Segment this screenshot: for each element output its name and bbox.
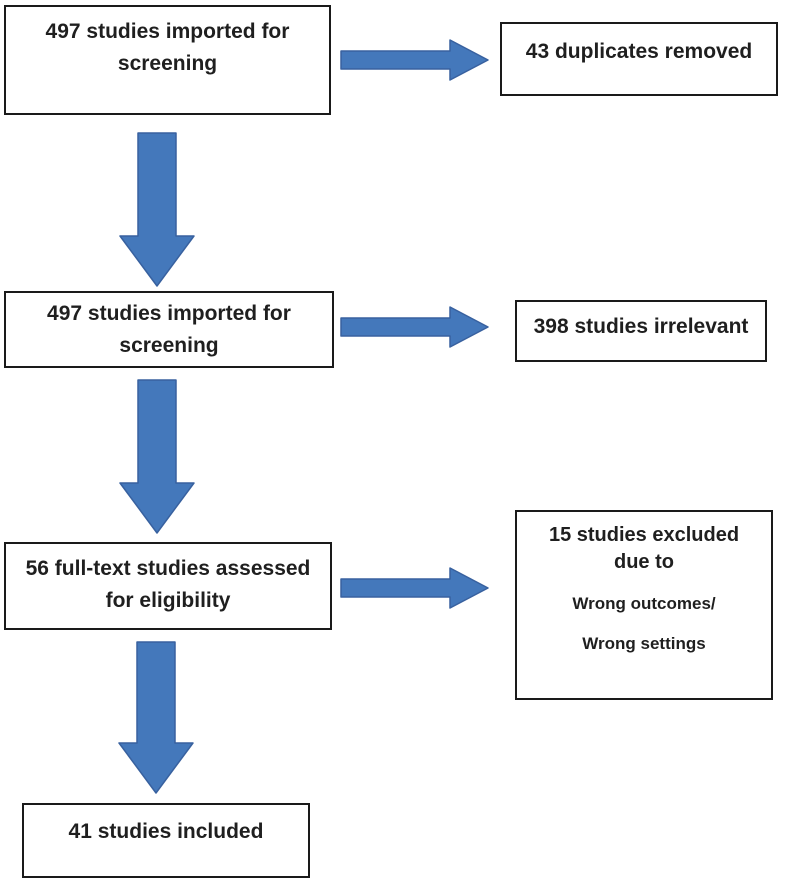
arrow-right-shape bbox=[340, 39, 489, 81]
box-studies-excluded: 15 studies excluded due to Wrong outcome… bbox=[515, 510, 773, 700]
box-studies-imported-top: 497 studies imported for screening bbox=[4, 5, 331, 115]
box-text-line: 497 studies imported for bbox=[45, 20, 290, 43]
box-fulltext-assessed: 56 full-text studies assessed for eligib… bbox=[4, 542, 332, 630]
arrow-down-icon bbox=[119, 132, 195, 287]
arrow-right-shape bbox=[340, 306, 489, 348]
box-text-line: 15 studies excluded bbox=[548, 524, 740, 546]
arrow-right-shape bbox=[340, 567, 489, 609]
box-studies-screened: 497 studies imported for screening bbox=[4, 291, 334, 368]
exclusion-reason: Wrong settings bbox=[582, 633, 706, 653]
arrow-down-shape bbox=[119, 132, 195, 287]
box-studies-included: 41 studies included bbox=[22, 803, 310, 878]
box-text-line: 56 full-text studies assessed bbox=[25, 557, 311, 580]
arrow-down-icon bbox=[118, 641, 194, 794]
box-text-line: 497 studies imported for bbox=[47, 302, 291, 325]
box-text-line: 43 duplicates removed bbox=[525, 40, 753, 63]
box-studies-irrelevant: 398 studies irrelevant bbox=[515, 300, 767, 362]
box-text-line: 41 studies included bbox=[68, 820, 264, 843]
box-text-line: 398 studies irrelevant bbox=[533, 315, 749, 338]
box-text-line: for eligibility bbox=[105, 588, 231, 612]
arrow-down-shape bbox=[119, 379, 195, 534]
arrow-down-icon bbox=[119, 379, 195, 534]
box-duplicates-removed: 43 duplicates removed bbox=[500, 22, 778, 96]
arrow-right-icon bbox=[340, 306, 489, 348]
box-text-line: screening bbox=[117, 51, 218, 75]
box-text-line: due to bbox=[614, 551, 674, 573]
arrow-right-icon bbox=[340, 39, 489, 81]
box-text-line: screening bbox=[119, 333, 219, 357]
exclusion-reason: Wrong outcomes/ bbox=[572, 594, 716, 613]
arrow-right-icon bbox=[340, 567, 489, 609]
arrow-down-shape bbox=[118, 641, 194, 794]
